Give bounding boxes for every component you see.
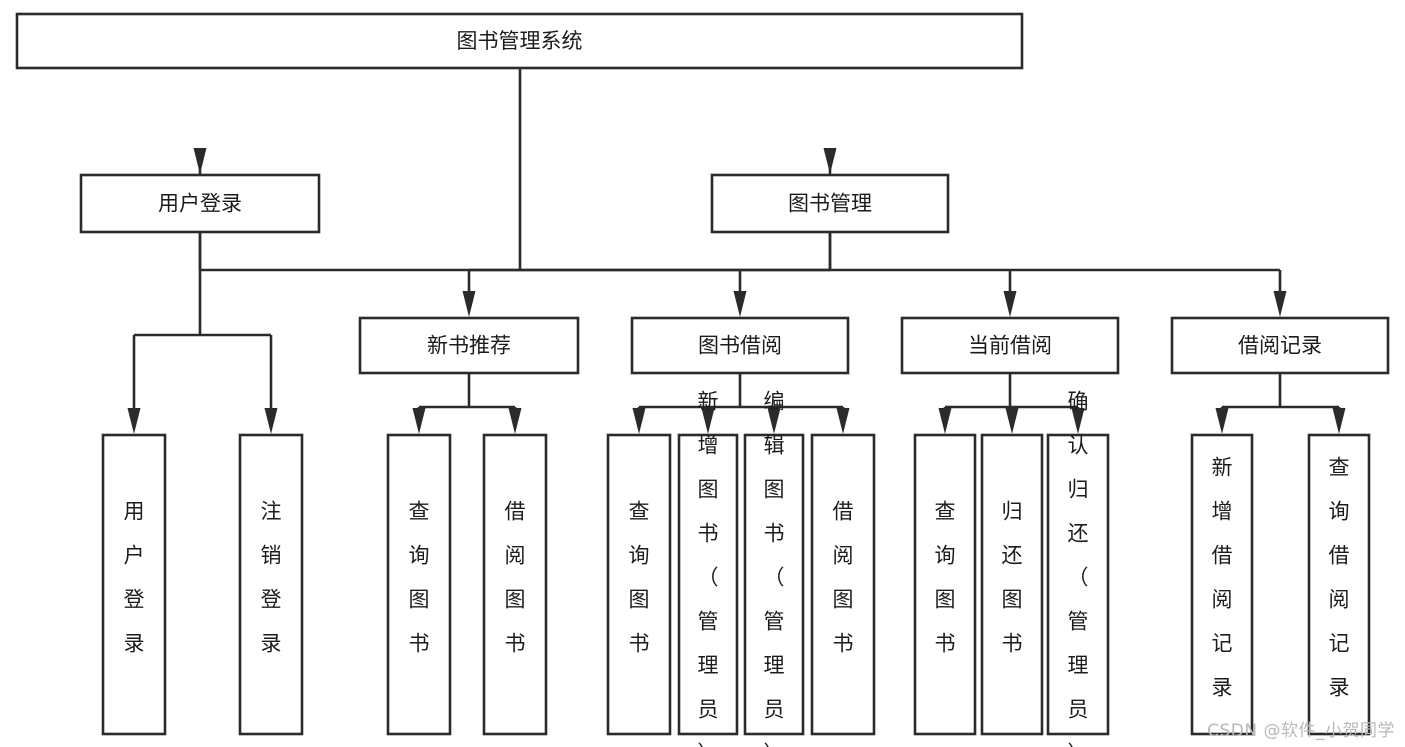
connector-group — [938, 373, 1085, 434]
leaf-box[interactable] — [386, 433, 452, 736]
root-node[interactable]: 图书管理系统 — [15, 12, 1024, 70]
leaf-node[interactable]: 借阅图书 — [810, 433, 876, 736]
arrow-head-icon — [193, 148, 207, 174]
leaf-node[interactable]: 编辑图书（管理员） — [743, 390, 805, 747]
arrow-head-icon — [412, 408, 426, 434]
leaf-node[interactable]: 注销登录 — [238, 433, 304, 736]
connector-group — [412, 373, 522, 434]
connector-group — [127, 232, 278, 434]
node-layer: 图书管理系统用户登录图书管理新书推荐图书借阅当前借阅借阅记录用户登录注销登录查询… — [15, 12, 1390, 747]
level3-node[interactable]: 借阅记录 — [1170, 316, 1390, 375]
leaf-label: 查询图书 — [935, 500, 956, 656]
leaf-box[interactable] — [1307, 433, 1371, 736]
level3-label: 图书借阅 — [698, 334, 782, 358]
level3-node[interactable]: 新书推荐 — [358, 316, 580, 375]
arrow-head-icon — [462, 291, 476, 317]
leaf-box[interactable] — [1046, 433, 1110, 736]
level2-node[interactable]: 图书管理 — [710, 173, 950, 234]
arrow-head-icon — [1332, 408, 1346, 434]
root-box[interactable] — [15, 12, 1024, 70]
level2-node[interactable]: 用户登录 — [79, 173, 321, 234]
leaf-node[interactable]: 查询图书 — [386, 433, 452, 736]
level3-label: 新书推荐 — [427, 334, 511, 358]
root-label: 图书管理系统 — [457, 29, 583, 53]
level2-label: 用户登录 — [158, 192, 242, 216]
leaf-box[interactable] — [1190, 433, 1254, 736]
leaf-label: 新增图书（管理员） — [698, 390, 719, 747]
leaf-node[interactable]: 用户登录 — [101, 433, 167, 736]
leaf-box[interactable] — [980, 433, 1044, 736]
connector-group — [193, 68, 837, 272]
level2-box[interactable] — [710, 173, 950, 234]
arrow-head-icon — [127, 408, 141, 434]
leaf-node[interactable]: 查询借阅记录 — [1307, 433, 1371, 736]
connector-group — [462, 232, 1287, 317]
leaf-node[interactable]: 借阅图书 — [482, 433, 548, 736]
leaf-node[interactable]: 确认归还（管理员） — [1046, 390, 1110, 747]
leaf-node[interactable]: 新增借阅记录 — [1190, 433, 1254, 736]
arrow-head-icon — [836, 408, 850, 434]
leaf-label: 编辑图书（管理员） — [764, 390, 785, 747]
level3-label: 借阅记录 — [1238, 334, 1322, 358]
leaf-box[interactable] — [238, 433, 304, 736]
level2-label: 图书管理 — [788, 192, 872, 216]
leaf-label: 注销登录 — [261, 500, 282, 656]
leaf-label: 查询图书 — [629, 500, 650, 656]
leaf-label: 归还图书 — [1002, 500, 1023, 656]
connector-group — [632, 373, 850, 434]
leaf-label: 借阅图书 — [505, 500, 526, 656]
arrow-head-icon — [1273, 291, 1287, 317]
leaf-node[interactable]: 查询图书 — [913, 433, 977, 736]
level3-box[interactable] — [1170, 316, 1390, 375]
arrow-head-icon — [632, 408, 646, 434]
level3-box[interactable] — [630, 316, 850, 375]
arrow-head-icon — [1215, 408, 1229, 434]
leaf-node[interactable]: 归还图书 — [980, 433, 1044, 736]
leaf-label: 查询借阅记录 — [1329, 456, 1350, 700]
arrow-head-icon — [733, 291, 747, 317]
leaf-box[interactable] — [101, 433, 167, 736]
leaf-box[interactable] — [482, 433, 548, 736]
arrow-head-icon — [264, 408, 278, 434]
leaf-node[interactable]: 新增图书（管理员） — [677, 390, 739, 747]
arrow-head-icon — [508, 408, 522, 434]
leaf-label: 借阅图书 — [833, 500, 854, 656]
leaf-label: 用户登录 — [124, 500, 145, 656]
connector-layer — [127, 68, 1346, 434]
arrow-head-icon — [1071, 408, 1085, 434]
leaf-label: 查询图书 — [409, 500, 430, 656]
connector-group — [1215, 373, 1346, 434]
arrow-head-icon — [938, 408, 952, 434]
level2-box[interactable] — [79, 173, 321, 234]
arrow-head-icon — [701, 408, 715, 434]
arrow-head-icon — [1005, 408, 1019, 434]
arrow-head-icon — [767, 408, 781, 434]
level3-node[interactable]: 图书借阅 — [630, 316, 850, 375]
leaf-box[interactable] — [743, 433, 805, 736]
leaf-label: 新增借阅记录 — [1212, 456, 1233, 700]
leaf-box[interactable] — [913, 433, 977, 736]
leaf-label: 确认归还（管理员） — [1068, 390, 1089, 747]
level3-label: 当前借阅 — [968, 334, 1052, 358]
level3-node[interactable]: 当前借阅 — [900, 316, 1120, 375]
leaf-box[interactable] — [810, 433, 876, 736]
leaf-box[interactable] — [606, 433, 672, 736]
arrow-head-icon — [823, 148, 837, 174]
arrow-head-icon — [1003, 291, 1017, 317]
level3-box[interactable] — [358, 316, 580, 375]
level3-box[interactable] — [900, 316, 1120, 375]
leaf-box[interactable] — [677, 433, 739, 736]
leaf-node[interactable]: 查询图书 — [606, 433, 672, 736]
